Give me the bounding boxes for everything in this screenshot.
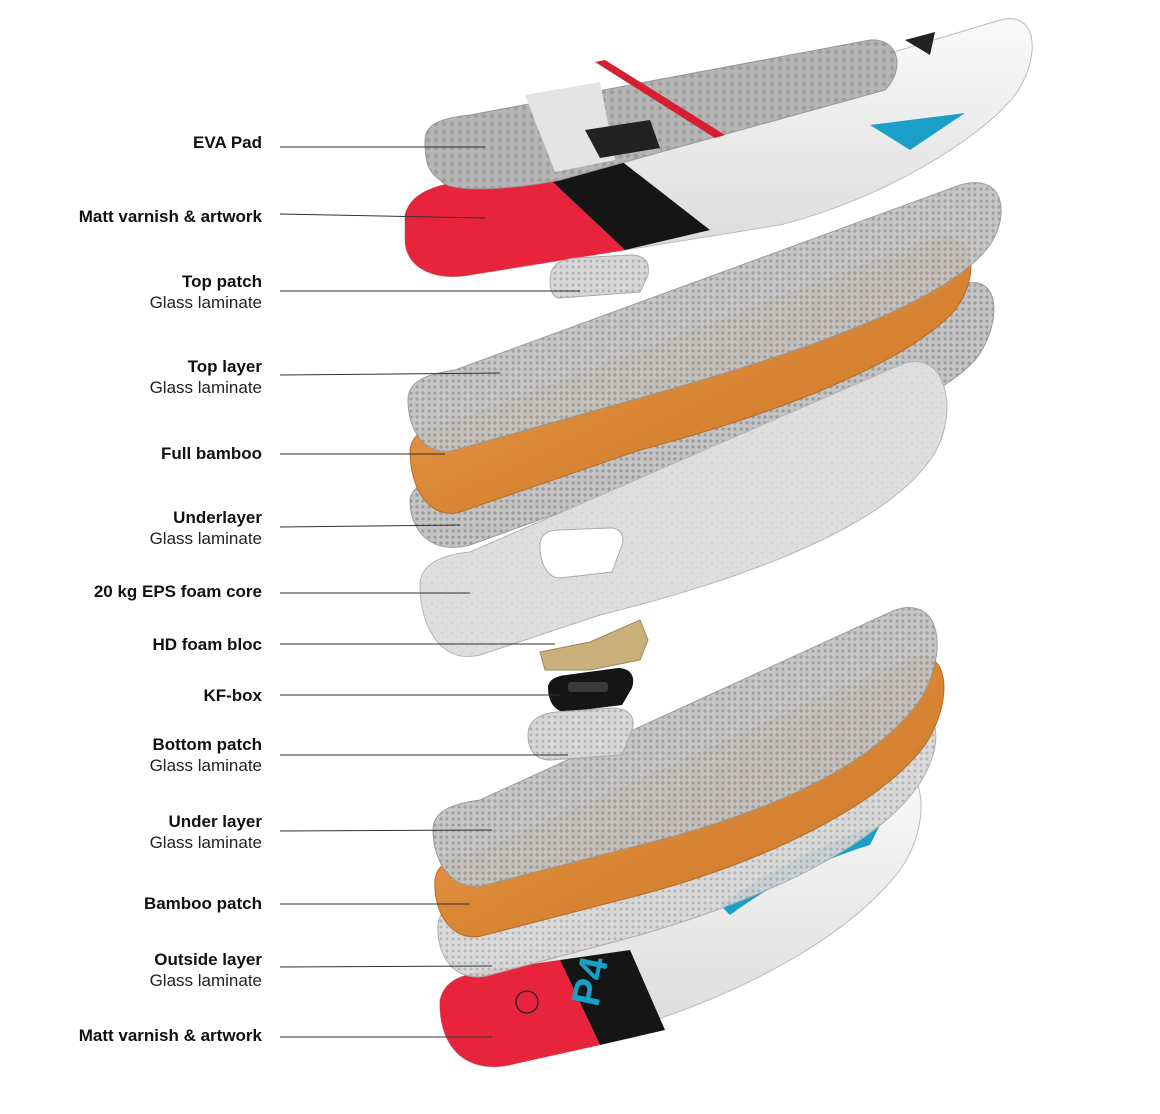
label-outside-layer-sub: Glass laminate [149,971,262,990]
label-matt-varnish-top: Matt varnish & artwork [79,206,262,227]
label-kf-box-main: KF-box [203,686,262,705]
label-top-patch-main: Top patch [182,272,262,291]
label-underlayer-sub: Glass laminate [149,529,262,548]
bottom-patch [527,707,634,761]
label-under-layer: Under layer Glass laminate [150,811,262,853]
top-patch [549,254,649,299]
label-top-patch: Top patch Glass laminate [150,271,262,313]
label-top-layer-main: Top layer [187,357,262,376]
label-matt-varnish-top-main: Matt varnish & artwork [78,207,262,226]
hd-foam-bloc [539,619,649,671]
label-full-bamboo: Full bamboo [161,443,262,464]
label-bottom-patch: Bottom patch Glass laminate [150,734,262,776]
top-layer-sheet [407,182,1002,452]
leader-line-matt-varnish-top [279,213,486,219]
leader-line-top-layer [279,372,501,376]
label-outside-layer: Outside layer Glass laminate [150,949,262,991]
label-bottom-patch-sub: Glass laminate [149,756,262,775]
eps-foam-core [419,361,948,657]
label-eps-core: 20 kg EPS foam core [94,581,262,602]
label-under-layer-main: Under layer [168,812,262,831]
leader-line-outside-layer [279,965,493,968]
label-top-layer-sub: Glass laminate [149,378,262,397]
label-eva-pad: EVA Pad [193,132,262,153]
label-underlayer: Underlayer Glass laminate [150,507,262,549]
label-underlayer-main: Underlayer [173,508,262,527]
eva-pad [424,39,898,190]
label-under-layer-sub: Glass laminate [149,833,262,852]
label-full-bamboo-main: Full bamboo [160,444,262,463]
kf-box [548,668,634,712]
leader-line-under-layer [279,829,493,832]
label-outside-layer-main: Outside layer [154,950,262,969]
label-bamboo-patch-main: Bamboo patch [143,894,262,913]
label-eva-pad-main: EVA Pad [193,133,262,152]
label-bamboo-patch: Bamboo patch [144,893,262,914]
label-matt-varnish-bottom-main: Matt varnish & artwork [78,1026,262,1045]
label-kf-box: KF-box [203,685,262,706]
under-layer-sheet [432,607,938,887]
label-bottom-patch-main: Bottom patch [152,735,262,754]
bottom-number-text: P4 [564,952,617,1010]
label-eps-core-main: 20 kg EPS foam core [93,582,262,601]
label-top-layer: Top layer Glass laminate [150,356,262,398]
label-top-patch-sub: Glass laminate [149,293,262,312]
label-hd-foam: HD foam bloc [152,634,262,655]
leader-lines [279,146,580,1038]
label-matt-varnish-bottom: Matt varnish & artwork [79,1025,262,1046]
leader-line-underlayer [279,524,461,528]
label-hd-foam-main: HD foam bloc [152,635,262,654]
